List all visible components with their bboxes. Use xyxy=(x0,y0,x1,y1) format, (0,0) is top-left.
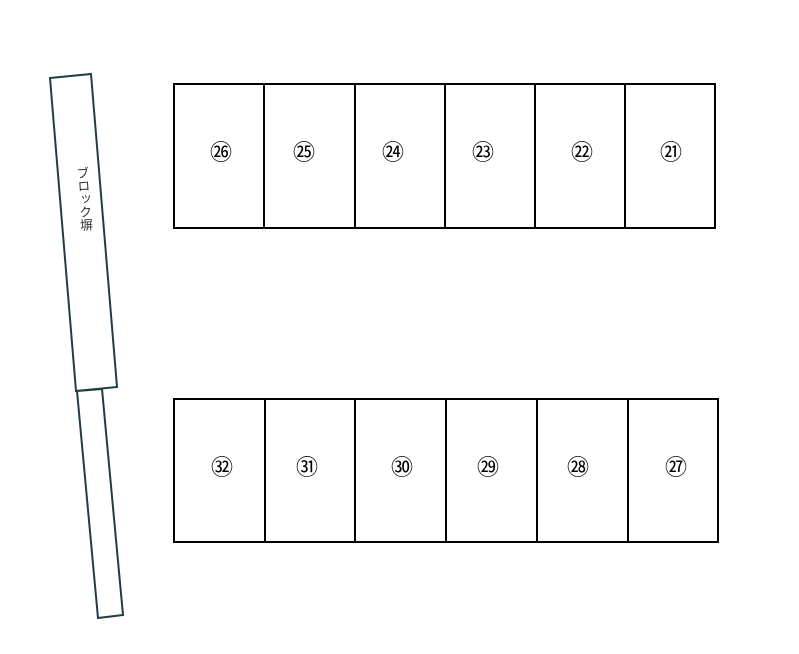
space-number-bottom-6: ㉗ xyxy=(664,456,687,481)
space-number-bottom-5: ㉘ xyxy=(566,456,589,481)
space-number-top-5: ㉒ xyxy=(570,141,593,166)
bottom-row-dividers xyxy=(264,399,629,542)
space-number-bottom-3: ㉚ xyxy=(390,456,413,481)
space-number-bottom-1: ㉜ xyxy=(210,456,233,481)
space-number-bottom-2: ㉛ xyxy=(295,456,318,481)
space-number-top-2: ㉕ xyxy=(292,141,315,166)
space-number-top-4: ㉓ xyxy=(471,141,494,166)
space-number-top-1: ㉖ xyxy=(209,141,232,166)
space-number-top-3: ㉔ xyxy=(381,141,404,166)
space-number-bottom-4: ㉙ xyxy=(476,456,499,481)
space-number-top-6: ㉑ xyxy=(659,141,682,166)
block-wall-upper-segment xyxy=(48,72,119,393)
block-wall-lower-segment xyxy=(75,387,125,620)
top-row-dividers xyxy=(263,84,626,228)
